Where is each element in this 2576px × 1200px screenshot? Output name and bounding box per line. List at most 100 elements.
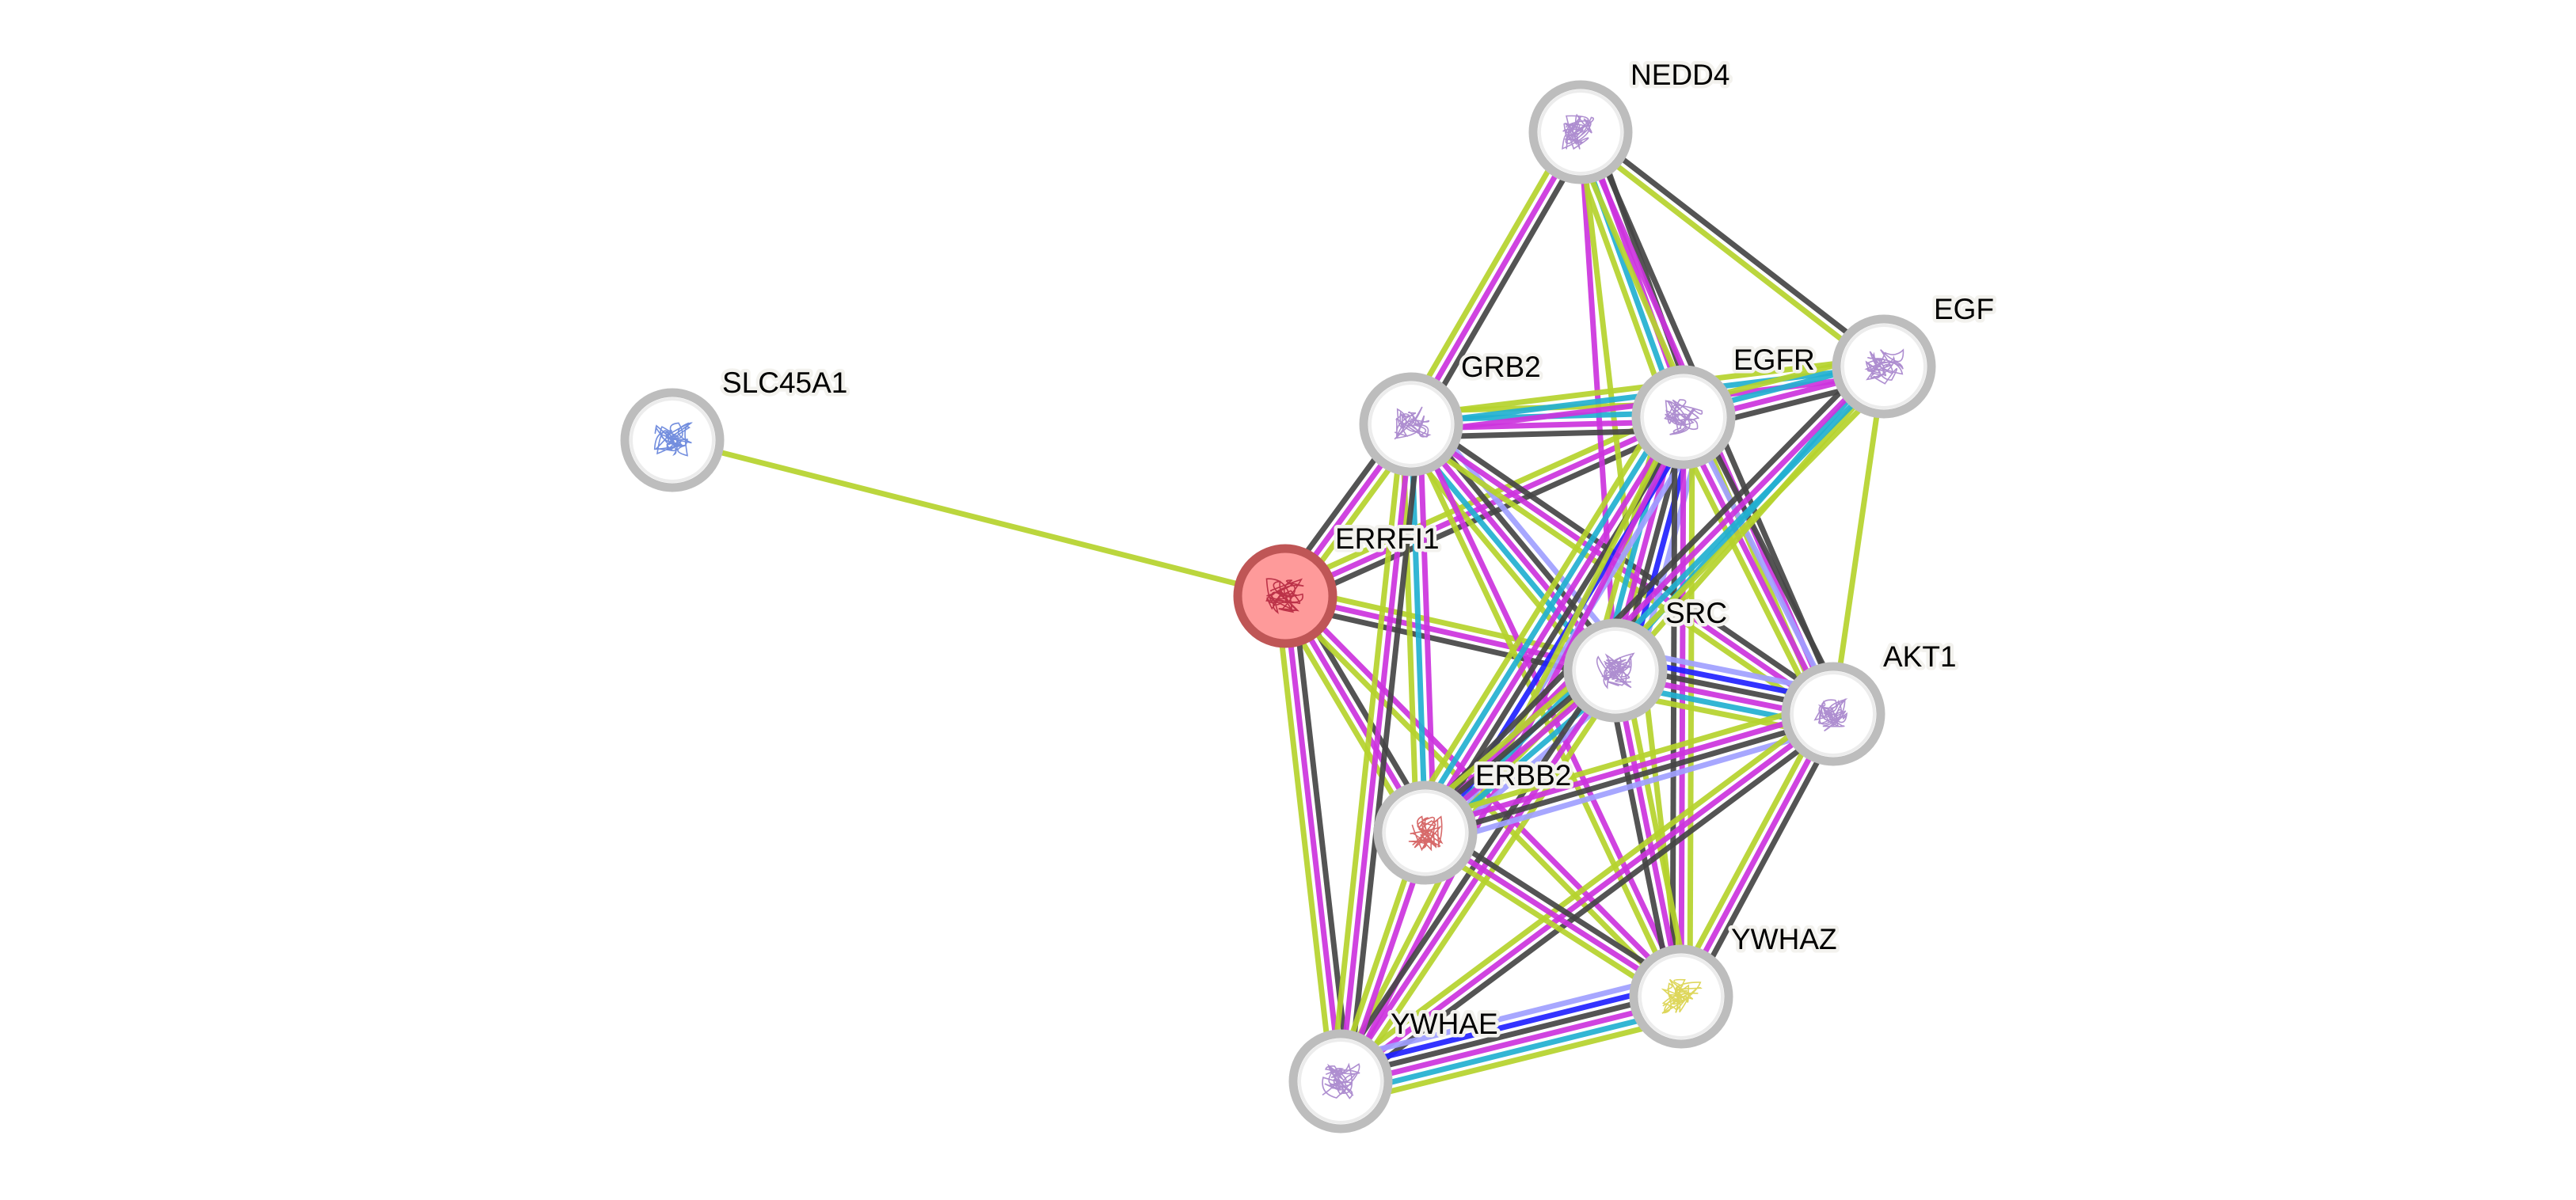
edge-evidence-experiments[interactable] (1420, 361, 1883, 832)
protein-structure-icon (1562, 113, 1595, 150)
edge-evidence-experiments[interactable] (1678, 712, 1836, 998)
node-label-halo: SLC45A1 (722, 366, 847, 399)
edge-evidence-coexpression[interactable] (1692, 410, 1847, 710)
edge-evidence-experiments[interactable] (1341, 997, 1684, 1088)
edge-evidence-experiments[interactable] (1338, 712, 1836, 1084)
edge-nedd4-egf[interactable] (1576, 126, 1889, 373)
node-label-halo: EGFR (1733, 344, 1815, 376)
edge-akt1-ywhae[interactable] (1334, 704, 1840, 1091)
edge-akt1-erbb2[interactable] (1421, 698, 1838, 849)
edge-evidence-textmining[interactable] (1421, 698, 1831, 823)
protein-structure-icon (1408, 815, 1444, 852)
node-label-halo: GRB2 (1461, 351, 1541, 383)
node-label: YWHAE (1391, 1008, 1498, 1040)
node-label: GRB2 (1461, 351, 1541, 383)
edge-evidence-textmining[interactable] (1830, 366, 1887, 715)
edge-evidence-coexpression[interactable] (1414, 355, 1877, 826)
node-label: ERBB2 (1475, 759, 1571, 792)
edge-ywhae-ywhaz[interactable] (1334, 972, 1688, 1106)
edge-evidence-textmining[interactable] (1576, 133, 1883, 373)
edge-egfr-akt1[interactable] (1669, 410, 1847, 721)
edge-evidence-experiments[interactable] (1417, 423, 1437, 833)
protein-structure-icon (1661, 978, 1703, 1014)
node-inner-shadow (1638, 954, 1724, 1039)
node-label: SRC (1665, 597, 1727, 629)
node-label-halo: YWHAE (1391, 1008, 1498, 1040)
node-label-halo: NEDD4 (1630, 59, 1729, 91)
node-label: EGFR (1733, 344, 1815, 376)
protein-structure-icon (1322, 1062, 1360, 1099)
edge-evidence-coexpression[interactable] (1346, 424, 1423, 1083)
edge-evidence-textmining[interactable] (1329, 423, 1406, 1081)
edge-evidence-coexpression[interactable] (1414, 415, 1840, 709)
node-inner-shadow (1383, 790, 1468, 875)
node-label: NEDD4 (1630, 59, 1729, 91)
node-label-halo: AKT1 (1883, 640, 1957, 673)
node-label: SLC45A1 (722, 366, 847, 399)
edge-evidence-experiments[interactable] (1676, 417, 1832, 718)
edge-evidence-homology[interactable] (1684, 413, 1840, 714)
edge-evidence-experiments[interactable] (1408, 131, 1584, 426)
edge-evidence-databases[interactable] (1426, 367, 1889, 838)
edge-evidence-homology[interactable] (1334, 972, 1677, 1063)
edge-evidence-textmining[interactable] (1345, 1015, 1688, 1106)
edge-evidence-textmining[interactable] (1404, 404, 1668, 823)
node-inner-shadow (1641, 374, 1726, 460)
protein-structure-icon (1664, 399, 1703, 435)
edge-evidence-experiments[interactable] (1612, 670, 1684, 997)
edge-evidence-databases[interactable] (1343, 1006, 1685, 1097)
node-label-halo: EGF (1934, 293, 1994, 325)
edge-evidence-textmining[interactable] (672, 437, 1286, 599)
edge-evidence-coexpression[interactable] (1581, 126, 1889, 366)
node-inner-shadow (1538, 89, 1623, 175)
edge-evidence-textmining[interactable] (1671, 708, 1828, 994)
edge-evidence-cooccurrence[interactable] (1337, 981, 1679, 1072)
node-inner-shadow (1298, 1039, 1383, 1124)
edge-evidence-coexpression[interactable] (1686, 716, 1844, 1002)
edge-evidence-textmining[interactable] (1334, 704, 1830, 1077)
protein-structure-icon (1864, 348, 1904, 385)
node-label: AKT1 (1883, 640, 1957, 673)
edge-evidence-coexpression[interactable] (1344, 718, 1840, 1091)
edge-slc45a1-errfi1[interactable] (672, 437, 1286, 599)
edge-nedd4-grb2[interactable] (1401, 126, 1591, 431)
protein-structure-icon (1813, 698, 1848, 732)
node-label: ERRFI1 (1335, 522, 1440, 555)
edge-egf-akt1[interactable] (1830, 366, 1887, 715)
edge-egf-erbb2[interactable] (1414, 355, 1896, 845)
protein-structure-icon (1394, 406, 1432, 440)
edge-evidence-experiments[interactable] (1282, 595, 1344, 1082)
edge-evidence-textmining[interactable] (1273, 596, 1335, 1083)
edge-evidence-experiments[interactable] (1337, 423, 1414, 1082)
edge-evidence-experiments[interactable] (1419, 413, 1683, 832)
edge-evidence-coexpression[interactable] (1604, 671, 1676, 999)
edge-evidence-homology[interactable] (1428, 723, 1838, 849)
node-inner-shadow (1573, 628, 1658, 713)
edge-grb2-ywhae[interactable] (1329, 423, 1423, 1083)
edge-evidence-textmining[interactable] (1669, 421, 1825, 721)
edge-evidence-coexpression[interactable] (1425, 715, 1836, 840)
edge-evidence-coexpression[interactable] (1338, 989, 1681, 1080)
node-label-halo: ERRFI1 (1335, 522, 1440, 555)
edge-evidence-textmining[interactable] (1433, 374, 1896, 845)
node-inner-shadow (1841, 324, 1927, 409)
edge-evidence-textmining[interactable] (1401, 126, 1576, 422)
node-label: YWHAZ (1731, 923, 1837, 955)
edge-evidence-databases[interactable] (1412, 408, 1675, 828)
edge-akt1-ywhaz[interactable] (1671, 708, 1844, 1002)
edge-evidence-coexpression[interactable] (1416, 135, 1591, 431)
edge-evidence-experiments[interactable] (1423, 707, 1833, 832)
